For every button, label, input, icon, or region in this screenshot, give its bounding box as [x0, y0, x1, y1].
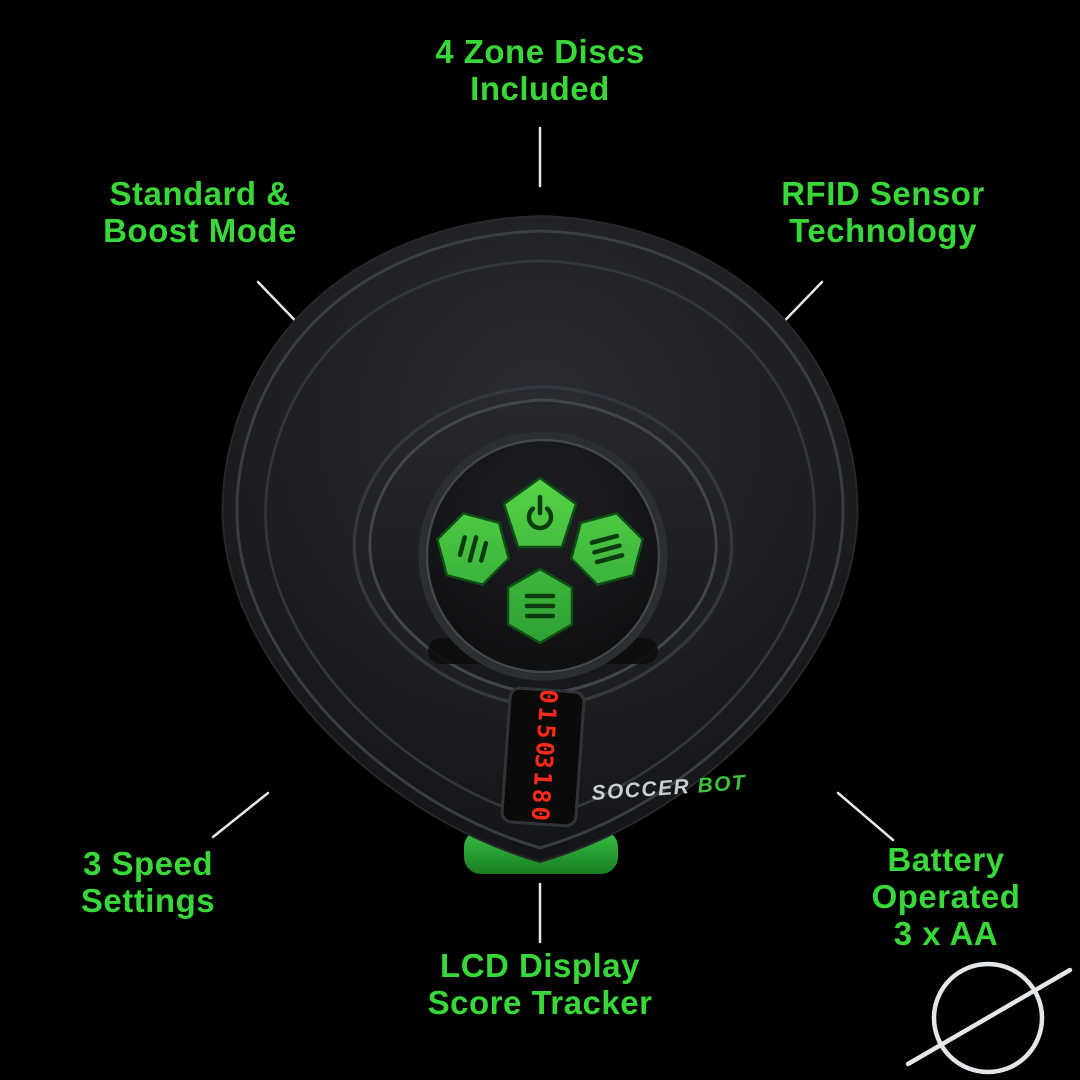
callout-top-line2: Included: [470, 69, 610, 107]
callout-bottom-right: Battery Operated 3 x AA: [871, 841, 1021, 953]
callout-top-right-line2: Technology: [789, 211, 977, 249]
callout-top: 4 Zone Discs Included: [435, 33, 645, 108]
circle-slash-logo-icon: [905, 961, 1073, 1075]
power-icon: [526, 494, 554, 531]
callout-bottom-line1: LCD Display: [440, 947, 640, 984]
speed-bars-icon: [457, 535, 489, 563]
lcd-value-top: 0150: [530, 688, 563, 760]
menu-lines-icon: [589, 533, 625, 565]
callout-top-right: RFID Sensor Technology: [781, 175, 985, 250]
brand-secondary: BOT: [697, 771, 748, 797]
callout-bottom-right-line1: Battery: [887, 841, 1005, 878]
callout-top-right-line1: RFID Sensor: [781, 175, 985, 212]
callout-bottom: LCD Display Score Tracker: [427, 947, 653, 1022]
leader-line-bottom-right: [836, 791, 895, 842]
lcd-display: 0150 3180: [500, 686, 586, 828]
control-circle: [425, 438, 661, 674]
callout-top-left: Standard & Boost Mode: [103, 175, 297, 250]
callout-bottom-line2: Score Tracker: [427, 983, 653, 1021]
callout-bottom-right-line2: Operated: [871, 877, 1021, 915]
mode-lines-icon: [524, 593, 556, 619]
lcd-display-panel: [500, 686, 586, 828]
callout-bottom-left-line1: 3 Speed: [82, 845, 214, 882]
callout-bottom-left: 3 Speed Settings: [80, 845, 216, 920]
leader-line-bottom-left: [211, 791, 270, 839]
callout-top-left-line2: Boost Mode: [103, 211, 297, 249]
button-cluster: [436, 476, 644, 645]
callout-top-line1: 4 Zone Discs: [435, 33, 645, 70]
callout-top-left-line1: Standard &: [109, 175, 291, 212]
device-contour-outer: [235, 229, 845, 850]
leader-lines: [211, 126, 895, 944]
lcd-value-bottom: 3180: [525, 753, 558, 825]
control-circle-rim: [418, 431, 668, 681]
callout-bottom-left-line2: Settings: [80, 881, 216, 919]
callout-bottom-right-line3: 3 x AA: [893, 914, 999, 952]
